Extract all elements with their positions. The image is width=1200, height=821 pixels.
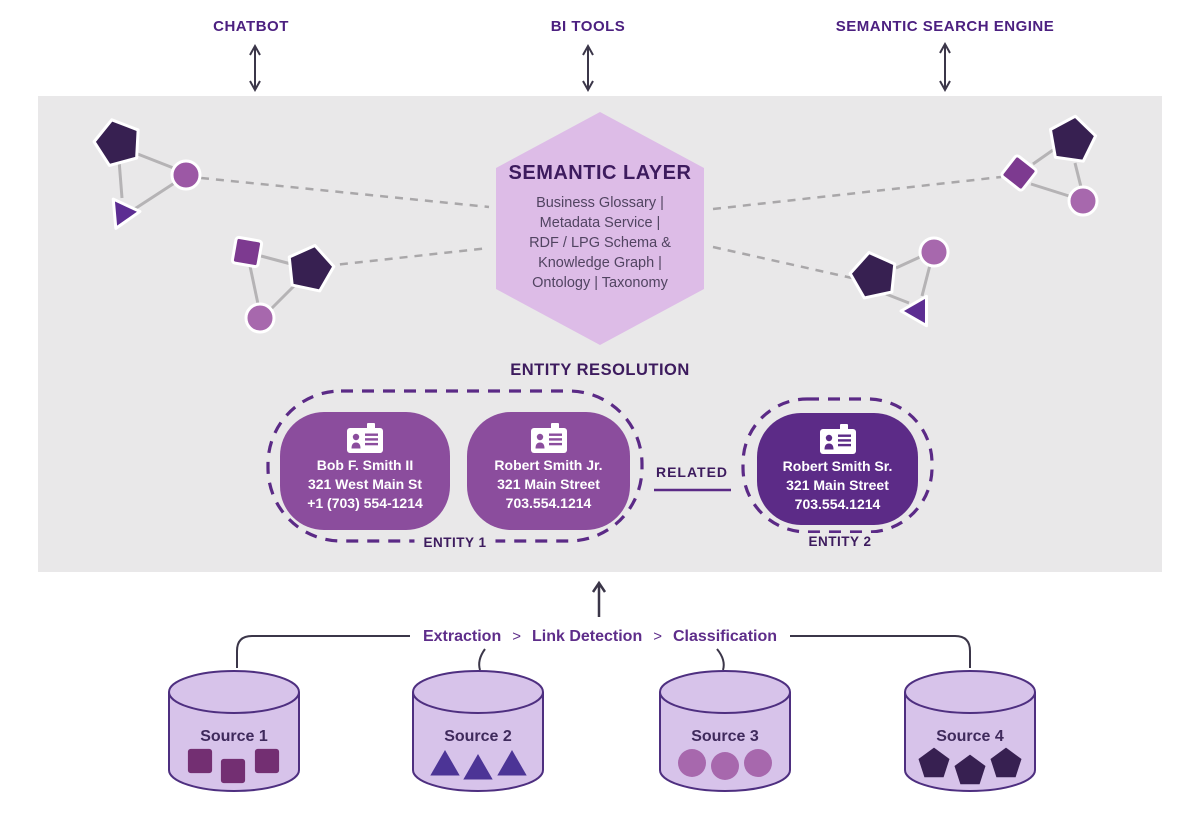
semantic-layer-line: Metadata Service | — [539, 215, 661, 231]
id-card-icon — [530, 423, 567, 453]
entity-resolution-title: ENTITY RESOLUTION — [510, 361, 690, 379]
record-name: Robert Smith Sr. — [782, 458, 893, 474]
record-address: 321 West Main St — [307, 476, 423, 492]
record-phone: 703.554.1214 — [505, 495, 592, 511]
entity-2-label: ENTITY 2 — [799, 533, 881, 550]
semantic-layer-line: Business Glossary | — [536, 195, 664, 211]
source-2-label: Source 2 — [444, 728, 512, 745]
source-3-shapes — [678, 749, 772, 780]
top-node-chatbot: CHATBOT — [213, 18, 289, 35]
entity-record-card: Robert Smith Sr. 321 Main Street 703.554… — [757, 413, 918, 525]
bidirectional-arrow-icon — [249, 43, 261, 93]
record-address: 321 Main Street — [786, 477, 889, 493]
pipeline-step-classification: Classification — [672, 627, 778, 645]
source-1-shapes — [187, 748, 280, 784]
pipeline-step-link-detection: Link Detection — [531, 627, 643, 645]
up-arrow-icon — [591, 580, 607, 617]
semantic-layer-line: Ontology | Taxonomy — [532, 275, 668, 291]
source-3-label: Source 3 — [691, 728, 759, 745]
entity-record-card: Robert Smith Jr. 321 Main Street 703.554… — [467, 412, 630, 530]
top-node-bi-tools: BI TOOLS — [550, 18, 626, 35]
entity-record-card: Bob F. Smith II 321 West Main St +1 (703… — [280, 412, 450, 530]
related-label: RELATED — [655, 464, 729, 480]
semantic-layer-line: RDF / LPG Schema & — [529, 235, 671, 251]
semantic-layer-text: SEMANTIC LAYER Business Glossary | Metad… — [495, 162, 705, 293]
record-phone: 703.554.1214 — [794, 496, 881, 512]
pipeline-step-extraction: Extraction — [422, 627, 502, 645]
bidirectional-arrow-icon — [939, 41, 951, 93]
top-node-semantic-search-engine: SEMANTIC SEARCH ENGINE — [835, 18, 1055, 35]
chevron-right-icon: > — [512, 628, 521, 645]
source-1-label: Source 1 — [200, 728, 268, 745]
semantic-layer-line: Knowledge Graph | — [538, 255, 662, 271]
source-4-shapes — [918, 747, 1022, 785]
ingest-pipeline: Extraction > Link Detection > Classifica… — [413, 625, 787, 648]
record-name: Robert Smith Jr. — [494, 457, 603, 473]
id-card-icon — [819, 424, 856, 454]
entity-1-label: ENTITY 1 — [414, 534, 496, 551]
id-card-icon — [347, 423, 383, 453]
source-4-label: Source 4 — [936, 728, 1004, 745]
record-phone: +1 (703) 554-1214 — [307, 495, 423, 511]
source-2-shapes — [430, 750, 527, 780]
chevron-right-icon: > — [653, 628, 662, 645]
bidirectional-arrow-icon — [582, 43, 594, 93]
record-address: 321 Main Street — [497, 476, 600, 492]
record-name: Bob F. Smith II — [316, 457, 414, 473]
semantic-layer-title: SEMANTIC LAYER — [508, 162, 692, 184]
